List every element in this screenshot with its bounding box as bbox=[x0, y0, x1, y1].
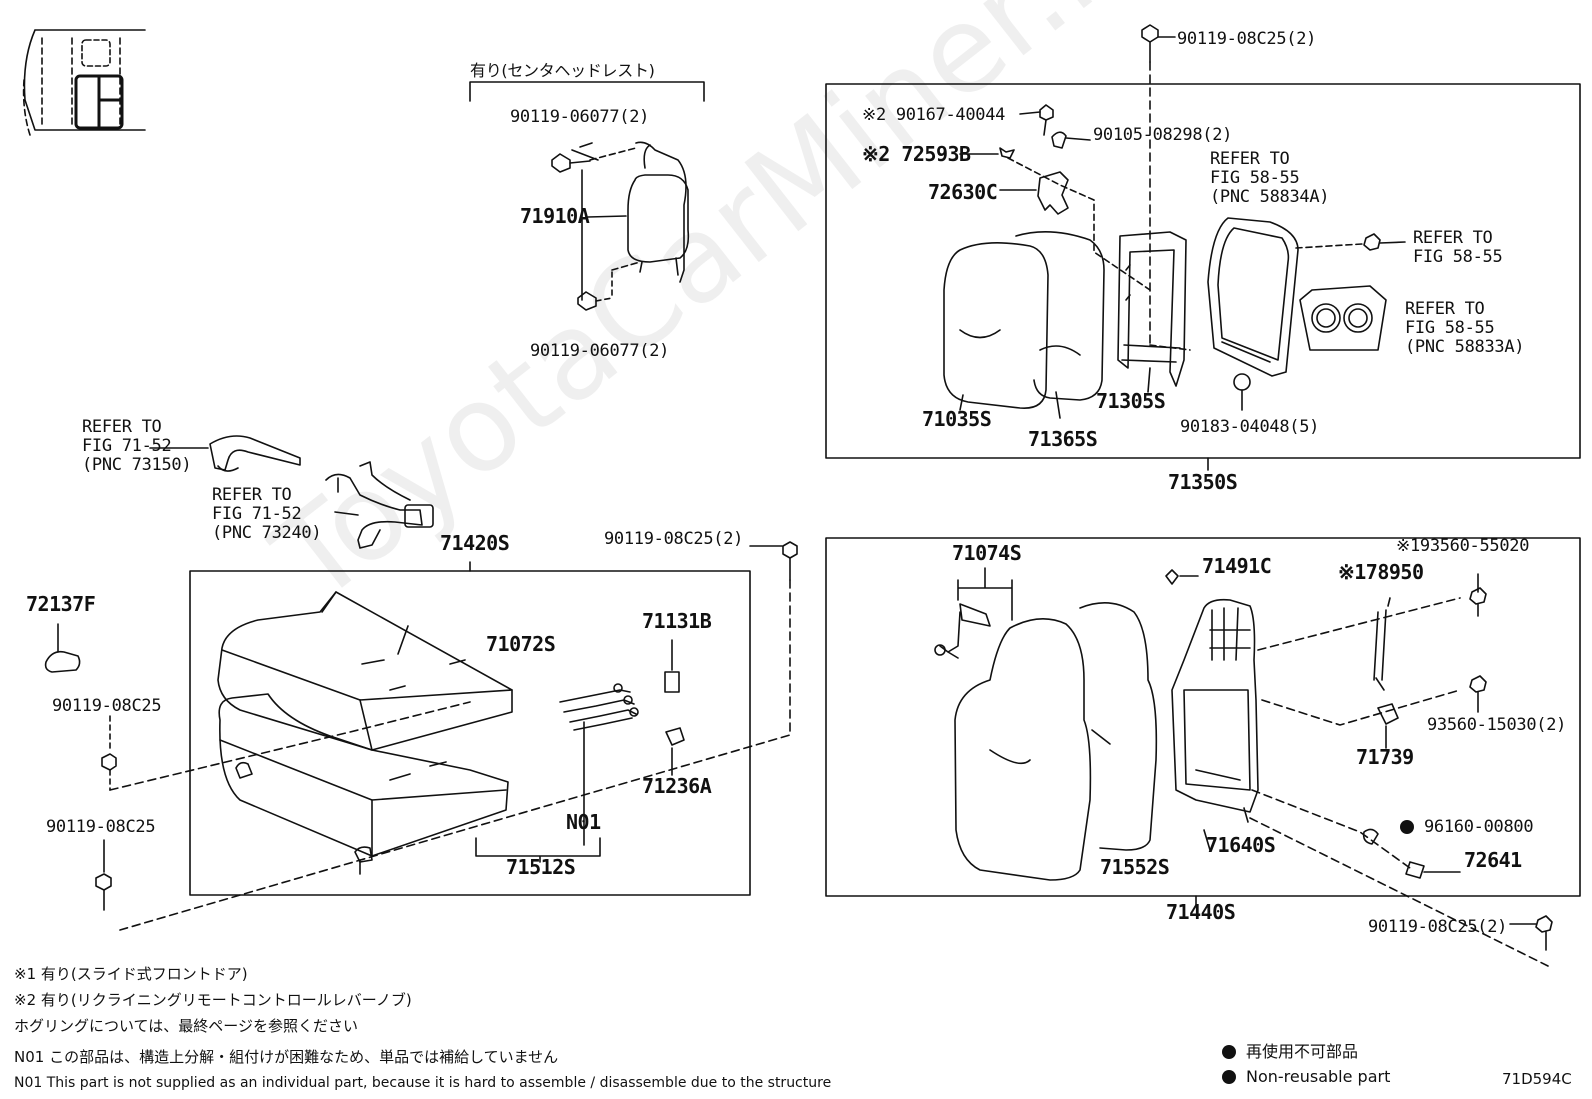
clip-71491c-label: 71491C bbox=[1202, 554, 1272, 578]
seatback-bolt-label: 90105-08298(2) bbox=[1093, 125, 1233, 145]
pin-label: 72641 bbox=[1464, 848, 1522, 872]
headrest-bolt-top-label: 90119-06077(2) bbox=[510, 107, 650, 127]
front-frame-label: 71640S bbox=[1206, 833, 1276, 857]
seatbelt-drawing bbox=[149, 435, 434, 549]
seatback-top-bolt-label: 90119-08C25(2) bbox=[1177, 29, 1317, 49]
rear-cushion-assembly-label: 71420S bbox=[440, 531, 510, 555]
belt1-line3: (PNC 73150) bbox=[82, 455, 192, 475]
seatback-frame-label: 71305S bbox=[1096, 389, 1166, 413]
washer-label: 96160-00800 bbox=[1400, 817, 1534, 837]
headrest-group-drawing bbox=[469, 81, 705, 311]
clip-b-label: 71131B bbox=[642, 609, 712, 633]
refer-cup-line3: (PNC 58833A) bbox=[1405, 337, 1525, 357]
belt1-line2: FIG 71-52 bbox=[82, 436, 172, 456]
belt2-line3: (PNC 73240) bbox=[212, 523, 322, 543]
n01-label: N01 bbox=[566, 810, 601, 834]
legend-en: Non-reusable part bbox=[1222, 1068, 1390, 1086]
stopper-label: 71739 bbox=[1356, 745, 1414, 769]
belt2-line2: FIG 71-52 bbox=[212, 504, 302, 524]
refer-upper-line2: FIG 58-55 bbox=[1210, 168, 1300, 188]
legend-dot-icon bbox=[1222, 1045, 1236, 1059]
headrest-label: 71910A bbox=[520, 204, 590, 228]
seatback-assembly-label: 71350S bbox=[1168, 470, 1238, 494]
cushion-cover-label: 71072S bbox=[486, 632, 556, 656]
bolt-a-label: 90119-08C25 bbox=[52, 696, 162, 716]
bracket-71074s-label: 71074S bbox=[952, 541, 1022, 565]
diagram-code: 71D594C bbox=[1502, 1070, 1572, 1088]
refer-right-line1: REFER TO bbox=[1413, 228, 1493, 248]
front-bottom-bolt-label: 90119-08C25(2) bbox=[1368, 917, 1508, 937]
note-2: ※2 有り(リクライニングリモートコントロールレバーノブ) bbox=[14, 991, 412, 1009]
bracket-label: 72630C bbox=[928, 180, 998, 204]
refer-upper-line3: (PNC 58834A) bbox=[1210, 187, 1330, 207]
front-seatback-drawing bbox=[825, 537, 1581, 967]
rod-label: ※178950 bbox=[1338, 560, 1424, 584]
legend-en-text: Non-reusable part bbox=[1246, 1067, 1391, 1086]
front-assembly-label: 71440S bbox=[1166, 900, 1236, 924]
refer-cup-line1: REFER TO bbox=[1405, 299, 1485, 319]
refer-right-line2: FIG 58-55 bbox=[1413, 247, 1503, 267]
refer-cup-line2: FIG 58-55 bbox=[1405, 318, 1495, 338]
cushion-pad-label: 71512S bbox=[506, 855, 576, 879]
bolt-right-label: 93560-15030(2) bbox=[1427, 715, 1567, 735]
vehicle-locator-icon bbox=[22, 29, 146, 136]
front-cover-label: 71552S bbox=[1100, 855, 1170, 879]
seatback-cover-label: 71365S bbox=[1028, 427, 1098, 451]
legend-jp: 再使用不可部品 bbox=[1222, 1043, 1358, 1061]
legend-dot-icon bbox=[1222, 1070, 1236, 1084]
washer-part-number: 96160-00800 bbox=[1424, 817, 1534, 837]
headrest-bolt-bottom-label: 90119-06077(2) bbox=[530, 341, 670, 361]
note-4: N01 この部品は、構造上分解・組付けが困難なため、単品では補給していません bbox=[14, 1048, 559, 1066]
legend-jp-text: 再使用不可部品 bbox=[1246, 1042, 1359, 1061]
bolt-b-label: 90119-08C25 bbox=[46, 817, 156, 837]
seatback-clip-label: 90183-04048(5) bbox=[1180, 417, 1320, 437]
note-5: N01 This part is not supplied as an indi… bbox=[14, 1075, 832, 1091]
cover-part-label: 72137F bbox=[26, 592, 96, 616]
note-3: ホグリングについては、最終ページを参照ください bbox=[14, 1017, 358, 1035]
rear-cushion-top-bolt-label: 90119-08C25(2) bbox=[604, 529, 744, 549]
belt1-line1: REFER TO bbox=[82, 417, 162, 437]
belt2-line1: REFER TO bbox=[212, 485, 292, 505]
headrest-caption: 有り(センタヘッドレスト) bbox=[470, 61, 655, 80]
knob-screw-label: ※2 90167-40044 bbox=[862, 105, 1006, 125]
rod-part-label: ※193560-55020 bbox=[1396, 536, 1530, 556]
seatback-pad-label: 71035S bbox=[922, 407, 992, 431]
rear-cushion-drawing bbox=[44, 541, 798, 931]
non-reusable-dot-icon bbox=[1400, 820, 1414, 834]
seatback-group-drawing bbox=[825, 24, 1581, 471]
refer-upper-line1: REFER TO bbox=[1210, 149, 1290, 169]
knob-label: ※2 72593B bbox=[862, 142, 971, 166]
note-1: ※1 有り(スライド式フロントドア) bbox=[14, 965, 248, 983]
clip-a-label: 71236A bbox=[642, 774, 712, 798]
